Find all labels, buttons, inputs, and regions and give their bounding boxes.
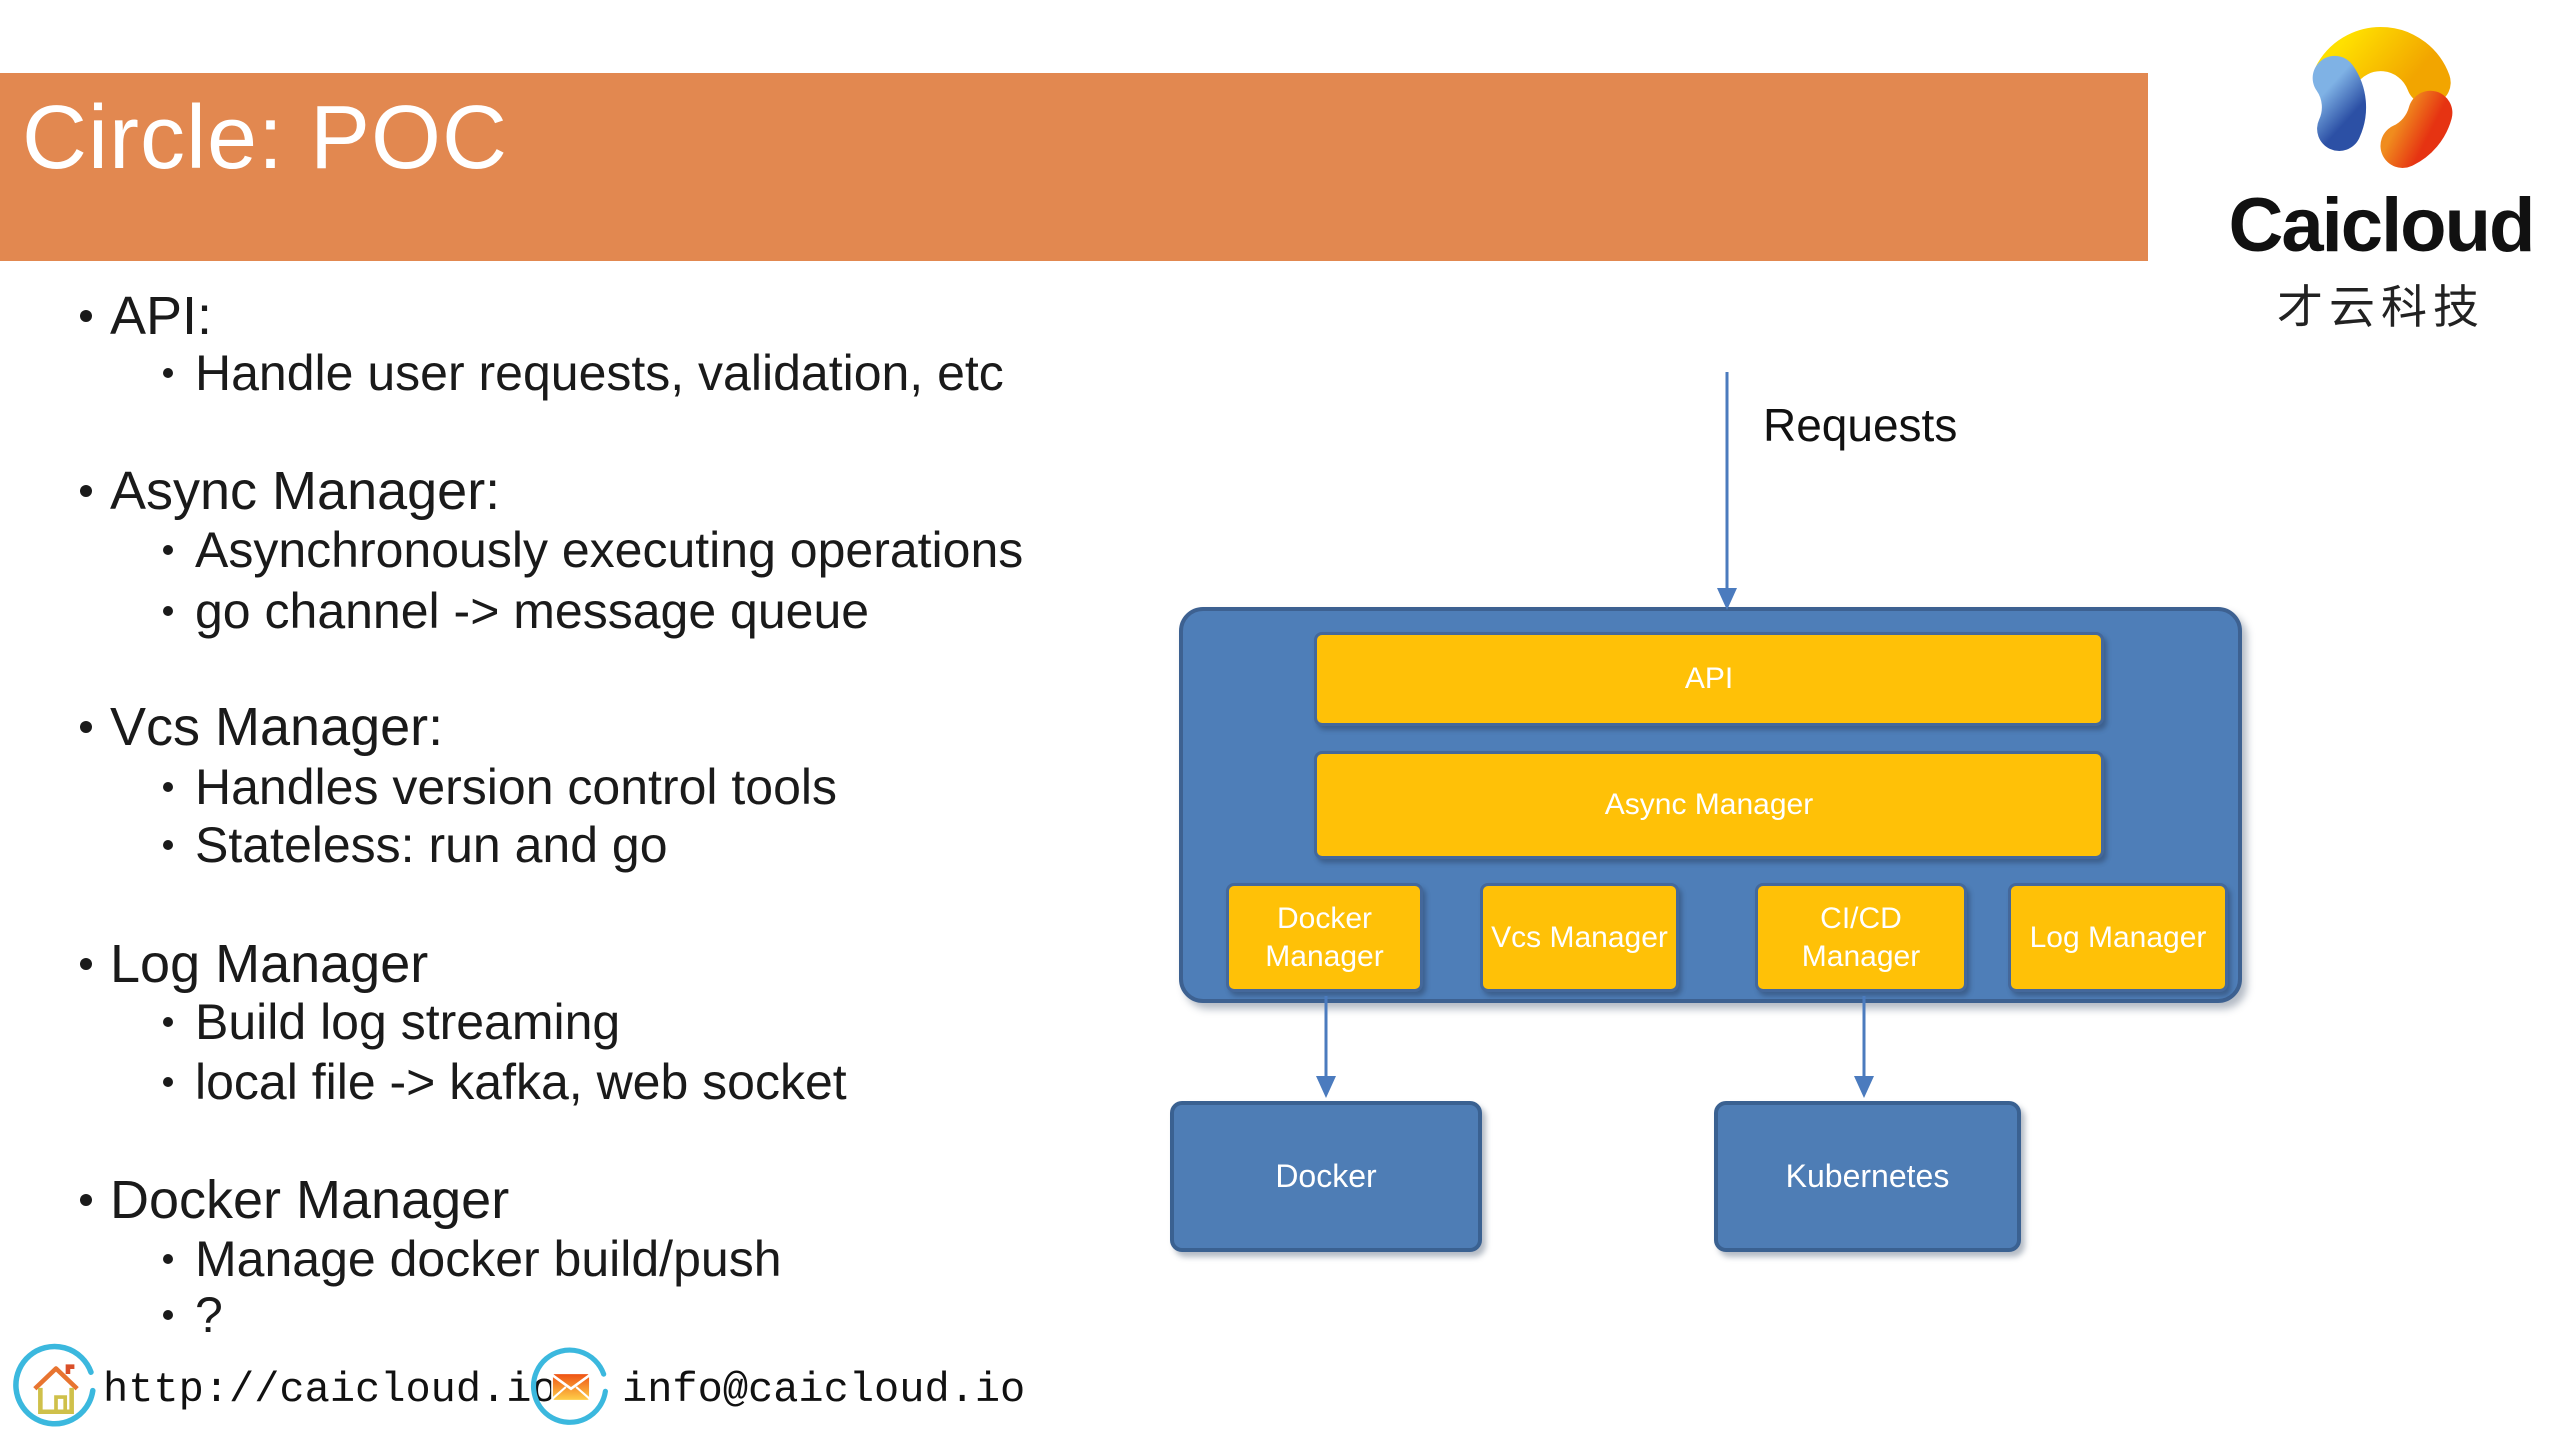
bullet-text: API:: [110, 286, 213, 346]
bullet-log-sub1: Build log streaming: [163, 991, 620, 1053]
bullet-log-manager: Log Manager: [80, 933, 428, 995]
bullet-icon: [80, 310, 92, 322]
requests-arrow: [1717, 372, 1737, 610]
docker-node-label: Docker: [1275, 1158, 1377, 1194]
kubernetes-node-label: Kubernetes: [1785, 1158, 1950, 1194]
bullet-text: Log Manager: [110, 934, 429, 994]
bullet-text: local file -> kafka, web socket: [195, 1054, 847, 1110]
requests-label: Requests: [1763, 399, 1958, 451]
async-manager-box-label: Async Manager: [1604, 788, 1814, 822]
cicd-manager-box-label: CI/CD Manager: [1801, 902, 1921, 973]
bullet-text: Vcs Manager:: [110, 697, 444, 757]
website-link: http://caicloud.io: [103, 1366, 557, 1414]
bullet-api-sub1: Handle user requests, validation, etc: [163, 342, 1004, 404]
api-box: API: [1314, 632, 2104, 726]
bullet-docker-sub1: Manage docker build/push: [163, 1228, 782, 1290]
caicloud-wordmark: Caicloud: [2228, 183, 2536, 268]
bullet-icon: [163, 1254, 173, 1264]
home-icon: [13, 1343, 96, 1427]
bullet-async-sub1: Asynchronously executing operations: [163, 519, 1023, 581]
bullet-icon: [80, 958, 92, 970]
bullet-text: Async Manager:: [110, 461, 501, 521]
caicloud-logo: Caicloud 才云科技: [2205, 18, 2557, 337]
bullet-icon: [163, 368, 173, 378]
caicloud-chinese-name: 才云科技: [2277, 280, 2485, 334]
cicd-manager-box: CI/CD Manager: [1755, 883, 1967, 992]
bullet-docker-sub2: ?: [163, 1284, 223, 1346]
bullet-text: Handle user requests, validation, etc: [195, 345, 1004, 401]
caicloud-c-icon: [2312, 27, 2453, 168]
page-title: Circle: POC: [22, 88, 509, 188]
bullet-docker-manager: Docker Manager: [80, 1169, 509, 1231]
bullet-async-sub2: go channel -> message queue: [163, 580, 869, 642]
mail-icon: [530, 1347, 608, 1425]
bullet-text: Asynchronously executing operations: [195, 522, 1024, 578]
bullet-icon: [163, 782, 173, 792]
bullet-icon: [163, 545, 173, 555]
header-banner: Circle: POC: [0, 73, 2148, 261]
docker-node: Docker: [1170, 1101, 1482, 1252]
bullet-api: API:: [80, 285, 212, 347]
email-link: info@caicloud.io: [622, 1366, 1026, 1414]
bullet-icon: [163, 840, 173, 850]
bullet-async-manager: Async Manager:: [80, 460, 500, 522]
bullet-log-sub2: local file -> kafka, web socket: [163, 1051, 847, 1113]
log-manager-box: Log Manager: [2008, 883, 2228, 992]
bullet-text: Stateless: run and go: [195, 817, 668, 873]
async-manager-box: Async Manager: [1314, 751, 2104, 859]
bullet-vcs-sub2: Stateless: run and go: [163, 814, 668, 876]
bullet-icon: [163, 1310, 173, 1320]
bullet-icon: [163, 606, 173, 616]
cicd-manager-to-kubernetes-arrow: [1854, 996, 1874, 1098]
vcs-manager-box: Vcs Manager: [1480, 883, 1679, 992]
bullet-text: Docker Manager: [110, 1170, 510, 1230]
log-manager-box-label: Log Manager: [2029, 920, 2207, 954]
bullet-icon: [163, 1077, 173, 1087]
bullet-text: Build log streaming: [195, 994, 621, 1050]
bullet-icon: [80, 721, 92, 733]
bullet-vcs-manager: Vcs Manager:: [80, 696, 443, 758]
bullet-text: Manage docker build/push: [195, 1231, 782, 1287]
docker-manager-box-label: Docker Manager: [1265, 902, 1384, 973]
docker-manager-to-docker-arrow: [1316, 996, 1336, 1098]
kubernetes-node: Kubernetes: [1714, 1101, 2021, 1252]
docker-manager-box: Docker Manager: [1226, 883, 1423, 992]
bullet-vcs-sub1: Handles version control tools: [163, 756, 837, 818]
api-box-label: API: [1684, 662, 1734, 696]
bullet-icon: [80, 485, 92, 497]
bullet-text: ?: [195, 1287, 223, 1343]
bullet-text: go channel -> message queue: [195, 583, 870, 639]
bullet-icon: [80, 1194, 92, 1206]
bullet-text: Handles version control tools: [195, 759, 837, 815]
vcs-manager-box-label: Vcs Manager: [1491, 920, 1668, 954]
bullet-icon: [163, 1017, 173, 1027]
